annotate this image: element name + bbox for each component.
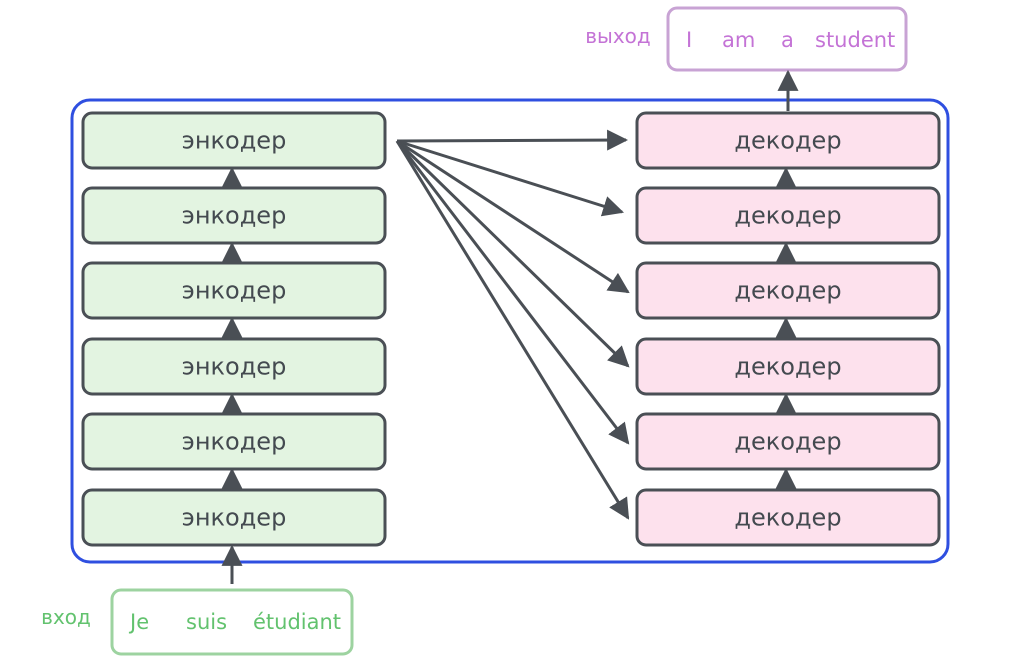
decoder-label: декодер	[734, 504, 841, 532]
decoder-label: декодер	[734, 202, 841, 230]
encoder-to-decoder-arrow	[396, 129, 629, 151]
encoder-to-decoder-arrow	[396, 139, 630, 294]
encoder-to-decoder-arrow	[395, 140, 630, 445]
decoder-stack: декодер декодер декодер декодер декодер декод…	[635, 111, 941, 547]
encoder-label: энкодер	[182, 277, 287, 305]
input-token: étudiant	[253, 610, 341, 634]
encoder-label: энкодер	[182, 202, 287, 230]
input-token: suis	[186, 610, 227, 634]
input-tokens: Je suis étudiant	[128, 610, 341, 634]
encoder-to-decoder-arrow	[395, 139, 630, 368]
input-box	[110, 588, 354, 656]
input-token: Je	[128, 610, 149, 634]
encoder-stack: энкодер энкодер энкодер энкодер энкодер энкод…	[81, 111, 387, 547]
decoder-label: декодер	[734, 127, 841, 155]
encoder-to-decoder-arrow	[395, 140, 630, 520]
output-token: student	[815, 28, 895, 52]
input-label: вход	[41, 605, 91, 629]
decoder-box-1	[635, 488, 941, 547]
encoder-label: энкодер	[182, 353, 287, 381]
output-token: I	[686, 28, 692, 52]
encoder-label: энкодер	[182, 428, 287, 456]
output-token: am	[722, 28, 755, 52]
decoder-label: декодер	[734, 353, 841, 381]
output-token: a	[781, 28, 794, 52]
output-label: выход	[585, 24, 650, 48]
model-container	[70, 98, 950, 564]
encoder-label: энкодер	[182, 504, 287, 532]
decoder-label: декодер	[734, 428, 841, 456]
encoder-to-decoder-arrow	[396, 139, 625, 217]
encoder-label: энкодер	[182, 127, 287, 155]
arrows	[221, 69, 799, 584]
decoder-label: декодер	[734, 277, 841, 305]
